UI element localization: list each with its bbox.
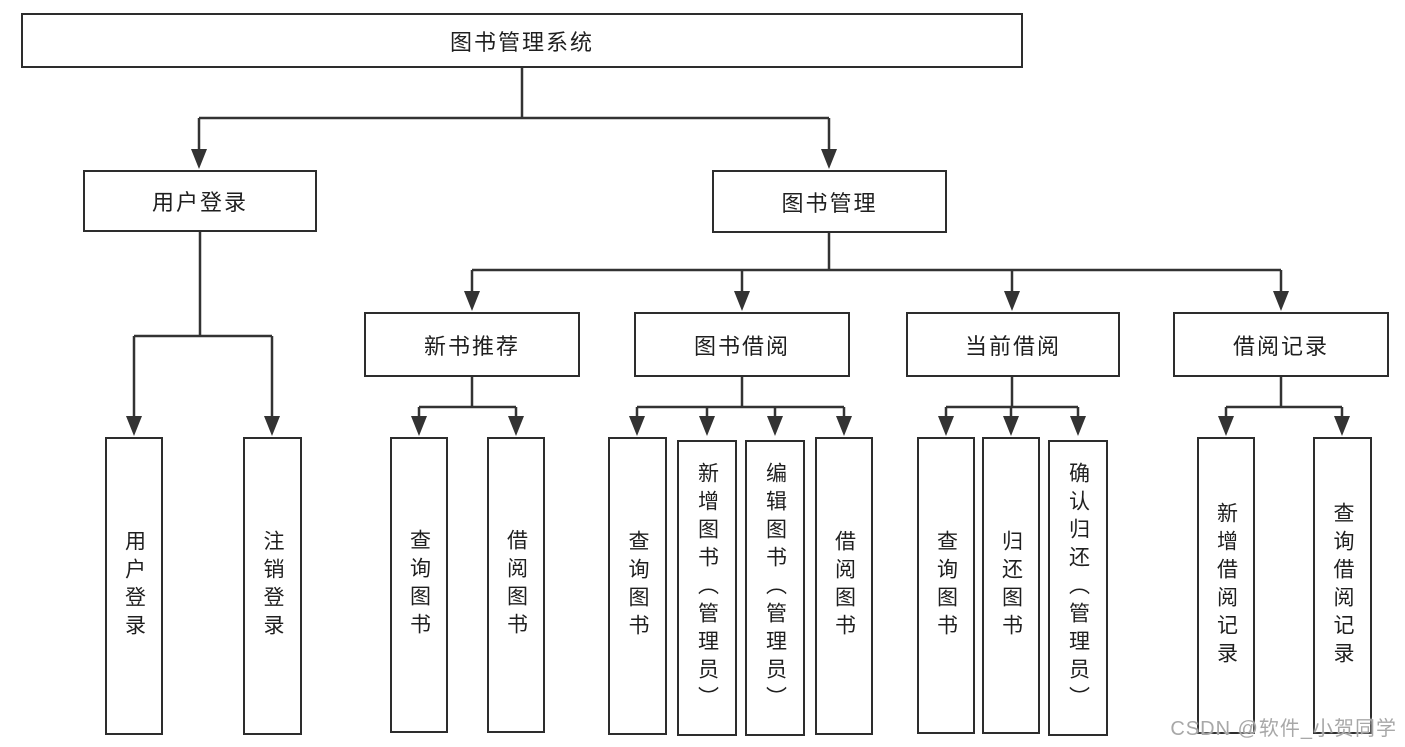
arrow-down-icon: [464, 291, 480, 311]
node-label: 用户登录: [151, 190, 248, 215]
node-root-system: 图书管理系统: [21, 13, 1023, 68]
csdn-watermark: CSDN @软件_小贺同学: [1170, 718, 1397, 740]
node-label: 确认归还（管理员）: [1066, 462, 1090, 714]
arrow-down-icon: [836, 416, 852, 436]
node-label: 图书借阅: [693, 333, 790, 359]
node-borrow-records: 借阅记录: [1173, 312, 1389, 377]
node-label: 查询图书: [934, 529, 958, 642]
node-label: 借阅图书: [504, 529, 528, 641]
node-label: 新书推荐: [423, 333, 520, 359]
arrow-down-icon: [938, 416, 954, 436]
node-book-borrow: 图书借阅: [634, 312, 850, 377]
leaf-query-borrow-record: 查询借阅记录: [1313, 437, 1372, 734]
node-label: 新增图书（管理员）: [695, 462, 719, 714]
arrow-down-icon: [699, 416, 715, 436]
arrow-down-icon: [734, 291, 750, 311]
node-label: 新增借阅记录: [1214, 501, 1238, 670]
leaf-query-books-borrow: 查询图书: [608, 437, 667, 735]
branch-root: [191, 68, 837, 169]
arrow-down-icon: [1003, 416, 1019, 436]
node-label: 归还图书: [999, 529, 1023, 642]
node-label: 图书管理系统: [449, 29, 594, 55]
node-label: 图书管理: [781, 190, 878, 216]
arrow-down-icon: [191, 149, 207, 169]
leaf-return-books: 归还图书: [982, 437, 1040, 734]
arrow-down-icon: [264, 416, 280, 436]
node-label: 借阅记录: [1232, 333, 1329, 359]
arrow-down-icon: [767, 416, 783, 436]
node-label: 注销登录: [261, 530, 284, 642]
leaf-add-borrow-record: 新增借阅记录: [1197, 437, 1255, 734]
leaf-borrow-books: 借阅图书: [815, 437, 873, 735]
leaf-add-books-admin: 新增图书（管理员）: [677, 440, 737, 736]
node-new-book-recommend: 新书推荐: [364, 312, 580, 377]
node-book-management: 图书管理: [712, 170, 947, 233]
node-label: 查询借阅记录: [1331, 501, 1354, 670]
branch-current-borrow: [938, 377, 1086, 436]
leaf-logout: 注销登录: [243, 437, 302, 735]
node-label: 当前借阅: [964, 333, 1061, 359]
leaf-user-login: 用户登录: [105, 437, 163, 735]
arrow-down-icon: [821, 149, 837, 169]
node-label: 借阅图书: [832, 530, 856, 642]
node-label: 查询图书: [626, 530, 649, 642]
branch-book-borrow: [629, 377, 852, 436]
arrow-down-icon: [1070, 416, 1086, 436]
node-label: 查询图书: [407, 529, 431, 641]
leaf-confirm-return-admin: 确认归还（管理员）: [1048, 440, 1108, 736]
arrow-down-icon: [1218, 416, 1234, 436]
node-user-login: 用户登录: [83, 170, 317, 232]
branch-new-book-recommend: [411, 377, 524, 436]
leaf-query-books-recommend: 查询图书: [390, 437, 448, 733]
arrow-down-icon: [1273, 291, 1289, 311]
branch-user-login: [126, 232, 280, 436]
branch-book-management: [464, 233, 1289, 311]
arrow-down-icon: [508, 416, 524, 436]
node-label: 编辑图书（管理员）: [763, 462, 787, 714]
leaf-edit-books-admin: 编辑图书（管理员）: [745, 440, 805, 736]
leaf-borrow-books-recommend: 借阅图书: [487, 437, 545, 733]
node-label: 用户登录: [122, 530, 146, 642]
arrow-down-icon: [1004, 291, 1020, 311]
node-current-borrow: 当前借阅: [906, 312, 1120, 377]
arrow-down-icon: [1334, 416, 1350, 436]
arrow-down-icon: [126, 416, 142, 436]
arrow-down-icon: [411, 416, 427, 436]
leaf-query-books-current: 查询图书: [917, 437, 975, 734]
arrow-down-icon: [629, 416, 645, 436]
branch-borrow-records: [1218, 377, 1350, 436]
